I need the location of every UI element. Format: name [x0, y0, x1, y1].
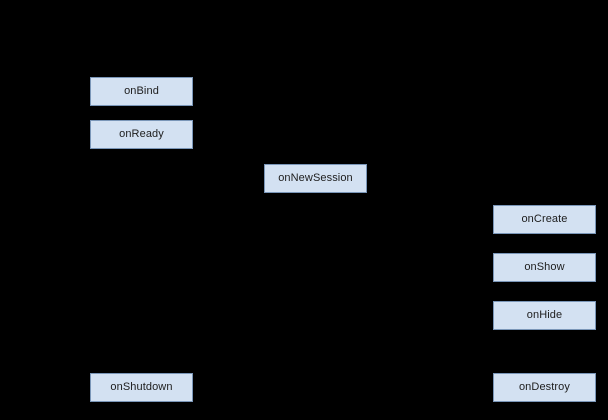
node-label-on-show: onShow: [524, 261, 565, 273]
node-label-on-create: onCreate: [521, 213, 568, 225]
node-on-show[interactable]: onShow: [493, 253, 596, 282]
node-on-create[interactable]: onCreate: [493, 205, 596, 234]
node-label-on-new-session: onNewSession: [278, 172, 353, 184]
node-on-new-session[interactable]: onNewSession: [264, 164, 367, 193]
node-on-shutdown[interactable]: onShutdown: [90, 373, 193, 402]
node-on-destroy[interactable]: onDestroy: [493, 373, 596, 402]
node-label-on-bind: onBind: [124, 85, 159, 97]
node-label-on-ready: onReady: [119, 128, 164, 140]
node-label-on-shutdown: onShutdown: [110, 381, 173, 393]
node-label-on-hide: onHide: [526, 309, 563, 321]
node-label-on-destroy: onDestroy: [518, 381, 571, 393]
node-on-hide[interactable]: onHide: [493, 301, 596, 330]
node-on-bind[interactable]: onBind: [90, 77, 193, 106]
node-on-ready[interactable]: onReady: [90, 120, 193, 149]
